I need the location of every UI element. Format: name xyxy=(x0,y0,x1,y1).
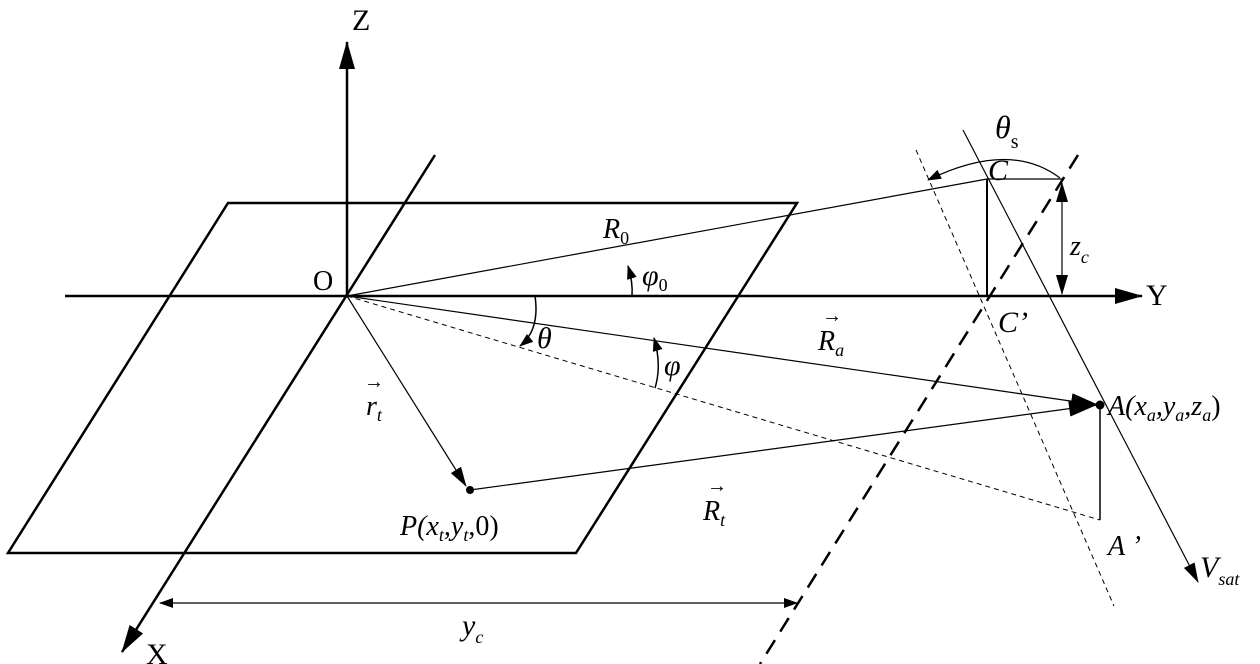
rt-label: rt xyxy=(366,391,383,425)
theta-s-arc xyxy=(927,158,1061,181)
projection-dashed-line xyxy=(915,149,1115,607)
theta-s-label: θs xyxy=(995,109,1019,153)
theta-arc xyxy=(519,295,537,347)
point-A xyxy=(1095,400,1105,410)
Vsat-label: Vsat xyxy=(1200,551,1240,589)
OA-prime-dashed xyxy=(346,295,1101,521)
phi0-label: φ0 xyxy=(642,259,668,295)
Ra-vector xyxy=(346,295,1099,410)
x-axis-label: X xyxy=(146,638,168,664)
ground-plane xyxy=(5,201,800,555)
point-A-prime-label: A ’ xyxy=(1106,531,1141,562)
satellite-velocity-line xyxy=(962,129,1199,583)
Ra-label: Ra xyxy=(817,326,844,360)
ground-track-dashed xyxy=(758,154,1080,664)
Rt-vector-arrow: → xyxy=(707,475,727,497)
origin-label: O xyxy=(313,266,333,297)
R0-line xyxy=(346,178,988,297)
rt-vector xyxy=(346,295,467,487)
yc-label: yc xyxy=(459,609,483,647)
x-axis xyxy=(120,154,437,653)
point-C-prime-label: C’ xyxy=(998,306,1028,339)
point-P-label: P(xt,yt,0) xyxy=(399,511,499,545)
z-axis-label: Z xyxy=(352,4,370,37)
y-axis-label: Y xyxy=(1146,279,1168,312)
phi-arc xyxy=(652,337,663,389)
phi0-arc xyxy=(627,265,637,297)
point-A-label: A(xa,ya,za) xyxy=(1106,391,1221,425)
R0-label: R0 xyxy=(602,214,629,248)
Rt-label: Rt xyxy=(702,496,726,530)
zc-label: zc xyxy=(1069,231,1089,267)
Rt-vector xyxy=(469,400,1097,491)
Ra-vector-arrow: → xyxy=(822,305,842,327)
theta-label: θ xyxy=(537,322,552,355)
phi-label: φ xyxy=(664,349,681,382)
rt-vector-arrow: → xyxy=(364,371,384,393)
point-C-label: C xyxy=(988,154,1009,187)
point-P xyxy=(466,486,474,494)
